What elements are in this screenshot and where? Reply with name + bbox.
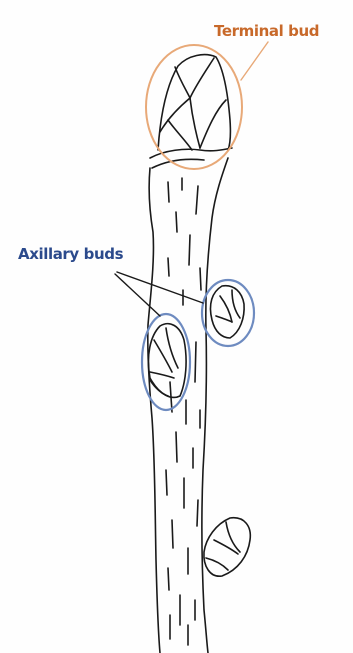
upper-axillary-bud [210,286,244,338]
terminal-bud-label: Terminal bud [214,24,319,39]
upper-axillary-bud-highlight [202,280,254,346]
stem-left-outline [148,168,160,653]
terminal-bud-shape [158,55,230,150]
axillary-buds-label: Axillary buds [18,247,123,262]
terminal-bud-highlight [146,45,242,169]
terminal-leader-line [241,42,268,80]
axillary-leader-line-1 [115,274,160,316]
stem-right-outline [202,158,228,653]
